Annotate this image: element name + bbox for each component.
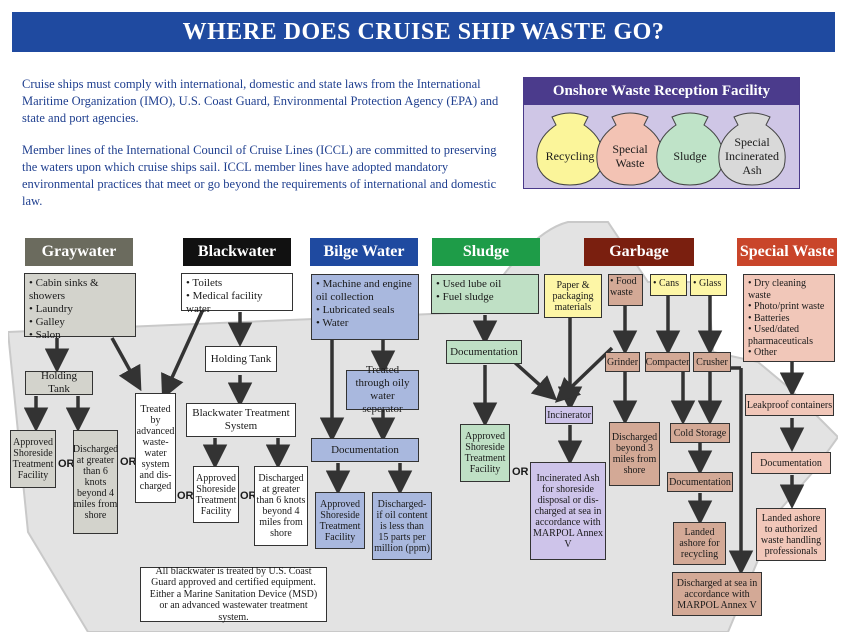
graywater-source-item: Laundry (29, 303, 131, 316)
garbage-glass-item: Glass (693, 277, 724, 290)
garbage-documentation: Documentation (667, 472, 733, 492)
bag-special-waste: Special Waste (612, 142, 648, 170)
special-waste-item: Batteries (748, 313, 830, 325)
bag-sludge: Sludge (673, 149, 707, 163)
onshore-facility-title: Onshore Waste Reception Facility (524, 78, 799, 105)
graywater-holding-tank: Holding Tank (25, 370, 93, 395)
blackwater-holding-tank: Holding Tank (205, 346, 277, 372)
sludge-documentation: Documentation (446, 340, 522, 364)
special-documentation: Documentation (751, 452, 831, 474)
or-label: OR (120, 456, 137, 468)
bilge-approved-facility: Approved Shoreside Treatment Facility (315, 492, 365, 549)
graywater-approved-facility: Approved Shoreside Treatment Facility (10, 430, 56, 488)
garbage-compacter: Compacter (645, 352, 690, 372)
garbage-header: Garbage (584, 238, 694, 266)
or-label: OR (58, 458, 75, 470)
garbage-cold-storage: Cold Storage (670, 423, 730, 443)
bilge-documentation: Documentation (311, 438, 419, 462)
garbage-cans-item: Cans (653, 277, 684, 290)
garbage-landed-recycling: Landed ashore for recycling (673, 522, 726, 565)
graywater-treated-advanced: Treated by advanced waste-water system a… (135, 393, 176, 503)
intro-paragraph-1: Cruise ships must comply with internatio… (22, 77, 499, 125)
blackwater-header: Blackwater (183, 238, 291, 266)
special-waste-item: Photo/print waste (748, 301, 830, 313)
or-label: OR (512, 466, 529, 478)
bag-special-incinerated-ash: Special Incinerated Ash (725, 135, 779, 177)
bilge-header: Bilge Water (310, 238, 418, 266)
bilge-source-item: Water (316, 317, 414, 330)
garbage-incinerator: Incinerator (545, 406, 593, 424)
bilge-oily-separator: Treated through oily water seperator (346, 364, 419, 415)
bilge-discharged: Discharged- if oil content is less than … (372, 492, 432, 560)
sludge-source-item: Fuel sludge (436, 291, 534, 304)
bag-recycling: Recycling (545, 149, 595, 163)
blackwater-note: All blackwater is treated by U.S. Coast … (140, 566, 327, 623)
bilge-sources-box: Machine and engine oil collection Lubric… (311, 274, 419, 340)
garbage-cans: Cans (650, 274, 687, 296)
garbage-paper: Paper & packaging materials (544, 274, 602, 318)
or-label: OR (240, 490, 257, 502)
sludge-source-item: Used lube oil (436, 278, 534, 291)
special-landed-ashore: Landed ashore to authorized waste handli… (756, 508, 826, 561)
garbage-food: Food waste (608, 274, 643, 306)
garbage-discharged-sea: Discharged at sea in accordance with MAR… (672, 572, 762, 616)
intro-paragraph-2: Member lines of the International Counci… (22, 143, 497, 208)
blackwater-source-item: Toilets (186, 277, 288, 290)
garbage-discharged-food: Discharged beyond 3 miles from shore (609, 422, 660, 486)
special-waste-sources-box: Dry cleaning waste Photo/print waste Bat… (743, 274, 835, 362)
graywater-sources-box: Cabin sinks & showers Laundry Galley Sal… (24, 273, 136, 341)
blackwater-approved-facility: Approved Shoreside Treatment Facility (193, 466, 239, 523)
sludge-approved-facility: Approved Shoreside Treatment Facility (460, 424, 510, 482)
garbage-grinder: Grinder (605, 352, 640, 372)
graywater-source-item: Galley (29, 316, 131, 329)
blackwater-sources-box: Toilets Medical facility water (181, 273, 293, 315)
garbage-food-item: Food waste (610, 276, 641, 298)
garbage-crusher: Crusher (693, 352, 731, 372)
special-waste-item: Used/dated pharmaceuticals (748, 324, 830, 347)
special-waste-item: Dry cleaning waste (748, 278, 830, 301)
page-title: WHERE DOES CRUISE SHIP WASTE GO? (12, 12, 835, 52)
garbage-incinerated-ash: Incinerated Ash for shoreside disposal o… (530, 462, 606, 560)
or-label: OR (177, 490, 194, 502)
garbage-glass: Glass (690, 274, 727, 296)
bilge-source-item: Machine and engine oil collection (316, 278, 414, 304)
blackwater-discharged: Discharged at greater than 6 knots beyon… (254, 466, 308, 546)
special-waste-header: Special Waste (737, 238, 837, 266)
blackwater-treatment-system: Blackwater Treatment System (186, 403, 296, 437)
graywater-discharged: Discharged at greater than 6 knots beyon… (73, 430, 118, 534)
sludge-header: Sludge (432, 238, 540, 266)
graywater-header: Graywater (25, 238, 133, 266)
special-leakproof-containers: Leakproof containers (745, 394, 834, 416)
graywater-source-item: Salon (29, 329, 131, 342)
waste-bags-graphic (536, 112, 786, 186)
blackwater-source-item: Medical facility water (186, 290, 288, 316)
graywater-source-item: Cabin sinks & showers (29, 277, 131, 303)
bilge-source-item: Lubricated seals (316, 304, 414, 317)
sludge-sources-box: Used lube oil Fuel sludge (431, 274, 539, 314)
onshore-facility-panel: Onshore Waste Reception Facility Recycli… (523, 77, 800, 189)
special-waste-item: Other (748, 347, 830, 359)
